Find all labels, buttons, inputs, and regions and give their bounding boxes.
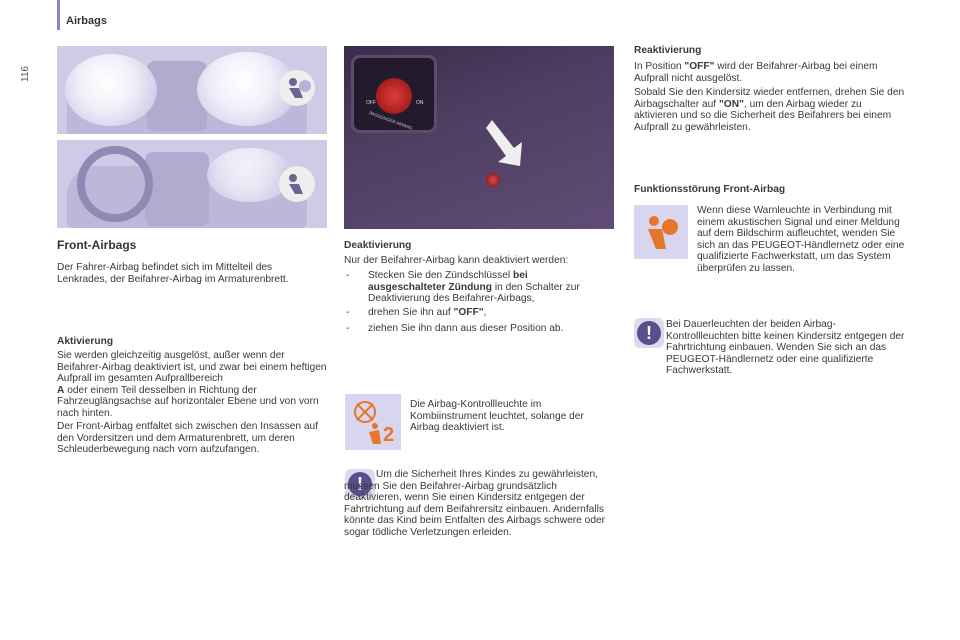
header-accent-bar — [57, 0, 60, 30]
step-3-dash: - — [346, 323, 350, 334]
lamp-note: Die Airbag-Kontrollleuchte im Kombiinstr… — [410, 399, 584, 434]
warning-icon: ! — [634, 318, 664, 348]
warning-glyph: ! — [348, 472, 372, 496]
activation-paragraph-1: Sie werden gleichzeitig ausgelöst, außer… — [57, 350, 327, 420]
front-airbags-title: Front-Airbags — [57, 238, 137, 252]
activation-heading: Aktivierung — [57, 336, 114, 347]
step-1: Stecken Sie den Zündschlüssel bei ausges… — [368, 270, 608, 305]
switch-label-off: OFF — [366, 100, 376, 106]
activation-paragraph-2: Der Front-Airbag entfaltet sich zwischen… — [57, 421, 319, 456]
deactivation-intro: Nur der Beifahrer-Airbag kann deaktivier… — [344, 255, 569, 266]
switch-knob — [376, 78, 412, 114]
steering-wheel — [77, 146, 153, 222]
warning-icon: ! — [345, 469, 375, 499]
activation-text-cont: oder einem Teil desselben in Richtung de… — [57, 384, 319, 419]
step-2-text: drehen Sie ihn auf — [368, 307, 451, 318]
step-1-dash: - — [346, 270, 350, 281]
switch-plate: OFF ON PASSENGER AIRBAG — [354, 58, 434, 131]
switch-keyhole — [486, 173, 500, 187]
front-airbags-intro: Der Fahrer-Airbag befindet sich im Mitte… — [57, 262, 289, 285]
reactivation2-text: Sobald Sie den Kindersitz wieder entfern… — [634, 87, 905, 110]
lamp-digit: 2 — [383, 424, 395, 446]
reactivation-paragraph-1: In Position "OFF" wird der Beifahrer-Air… — [634, 61, 904, 84]
airbag-switch-photo: OFF ON PASSENGER AIRBAG — [344, 46, 614, 229]
activation-text: Sie werden gleichzeitig ausgelöst, außer… — [57, 350, 327, 385]
step-1-bold: bei ausgeschalteter Zündung — [368, 270, 528, 293]
step-2-dash: - — [346, 307, 350, 318]
page-number: 116 — [20, 66, 31, 82]
warning-glyph: ! — [637, 321, 661, 345]
airbag-symbol-icon — [279, 166, 315, 202]
malfunction-heading: Funktionsstörung Front-Airbag — [634, 184, 786, 195]
zone-letter: A — [57, 384, 65, 396]
malfunction-text: Wenn diese Warnleuchte in Verbindung mit… — [697, 205, 905, 274]
section-title: Airbags — [66, 15, 107, 27]
reactivation2-text-cont: , um den Airbag wieder zu aktivieren und… — [634, 98, 892, 133]
driver-airbag — [65, 54, 157, 126]
reactivation-on: "ON" — [718, 98, 744, 110]
passenger-airbag-area — [207, 148, 293, 202]
reactivation-heading: Reaktivierung — [634, 45, 702, 56]
step-2: drehen Sie ihn auf "OFF", — [368, 307, 608, 319]
deactivation-heading: Deaktivierung — [344, 240, 412, 251]
illustration-airbags-deployed — [57, 46, 327, 134]
reactivation-text-cont: wird der Beifahrer-Airbag bei einem Aufp… — [634, 61, 878, 84]
step-3: ziehen Sie ihn dann aus dieser Position … — [368, 323, 564, 334]
reactivation-paragraph-2: Sobald Sie den Kindersitz wieder entfern… — [634, 87, 906, 133]
step-2-bold: "OFF" — [453, 307, 484, 318]
airbag-deployed-icon — [279, 70, 315, 106]
illustration-dashboard — [57, 140, 327, 228]
switch-label-on: ON — [416, 100, 424, 106]
pointer-arrow-icon — [484, 118, 524, 168]
step-1-text: Stecken Sie den Zündschlüssel — [368, 270, 511, 281]
center-console — [145, 152, 209, 226]
reactivation-text: In Position — [634, 61, 682, 72]
airbag-warning-lamp-icon — [634, 205, 688, 259]
step-1-text-cont: in den Schalter zur Deaktivierung des Be… — [368, 281, 580, 305]
reactivation-off: "OFF" — [684, 61, 715, 72]
step-2-punct: , — [483, 307, 487, 318]
airbag-off-lamp-icon: 2 — [345, 394, 401, 450]
dual-lamp-warning: Bei Dauerleuchten der beiden Airbag-Kont… — [666, 319, 905, 377]
child-seat-warning: Um die Sicherheit Ihres Kindes zu gewähr… — [344, 469, 606, 538]
